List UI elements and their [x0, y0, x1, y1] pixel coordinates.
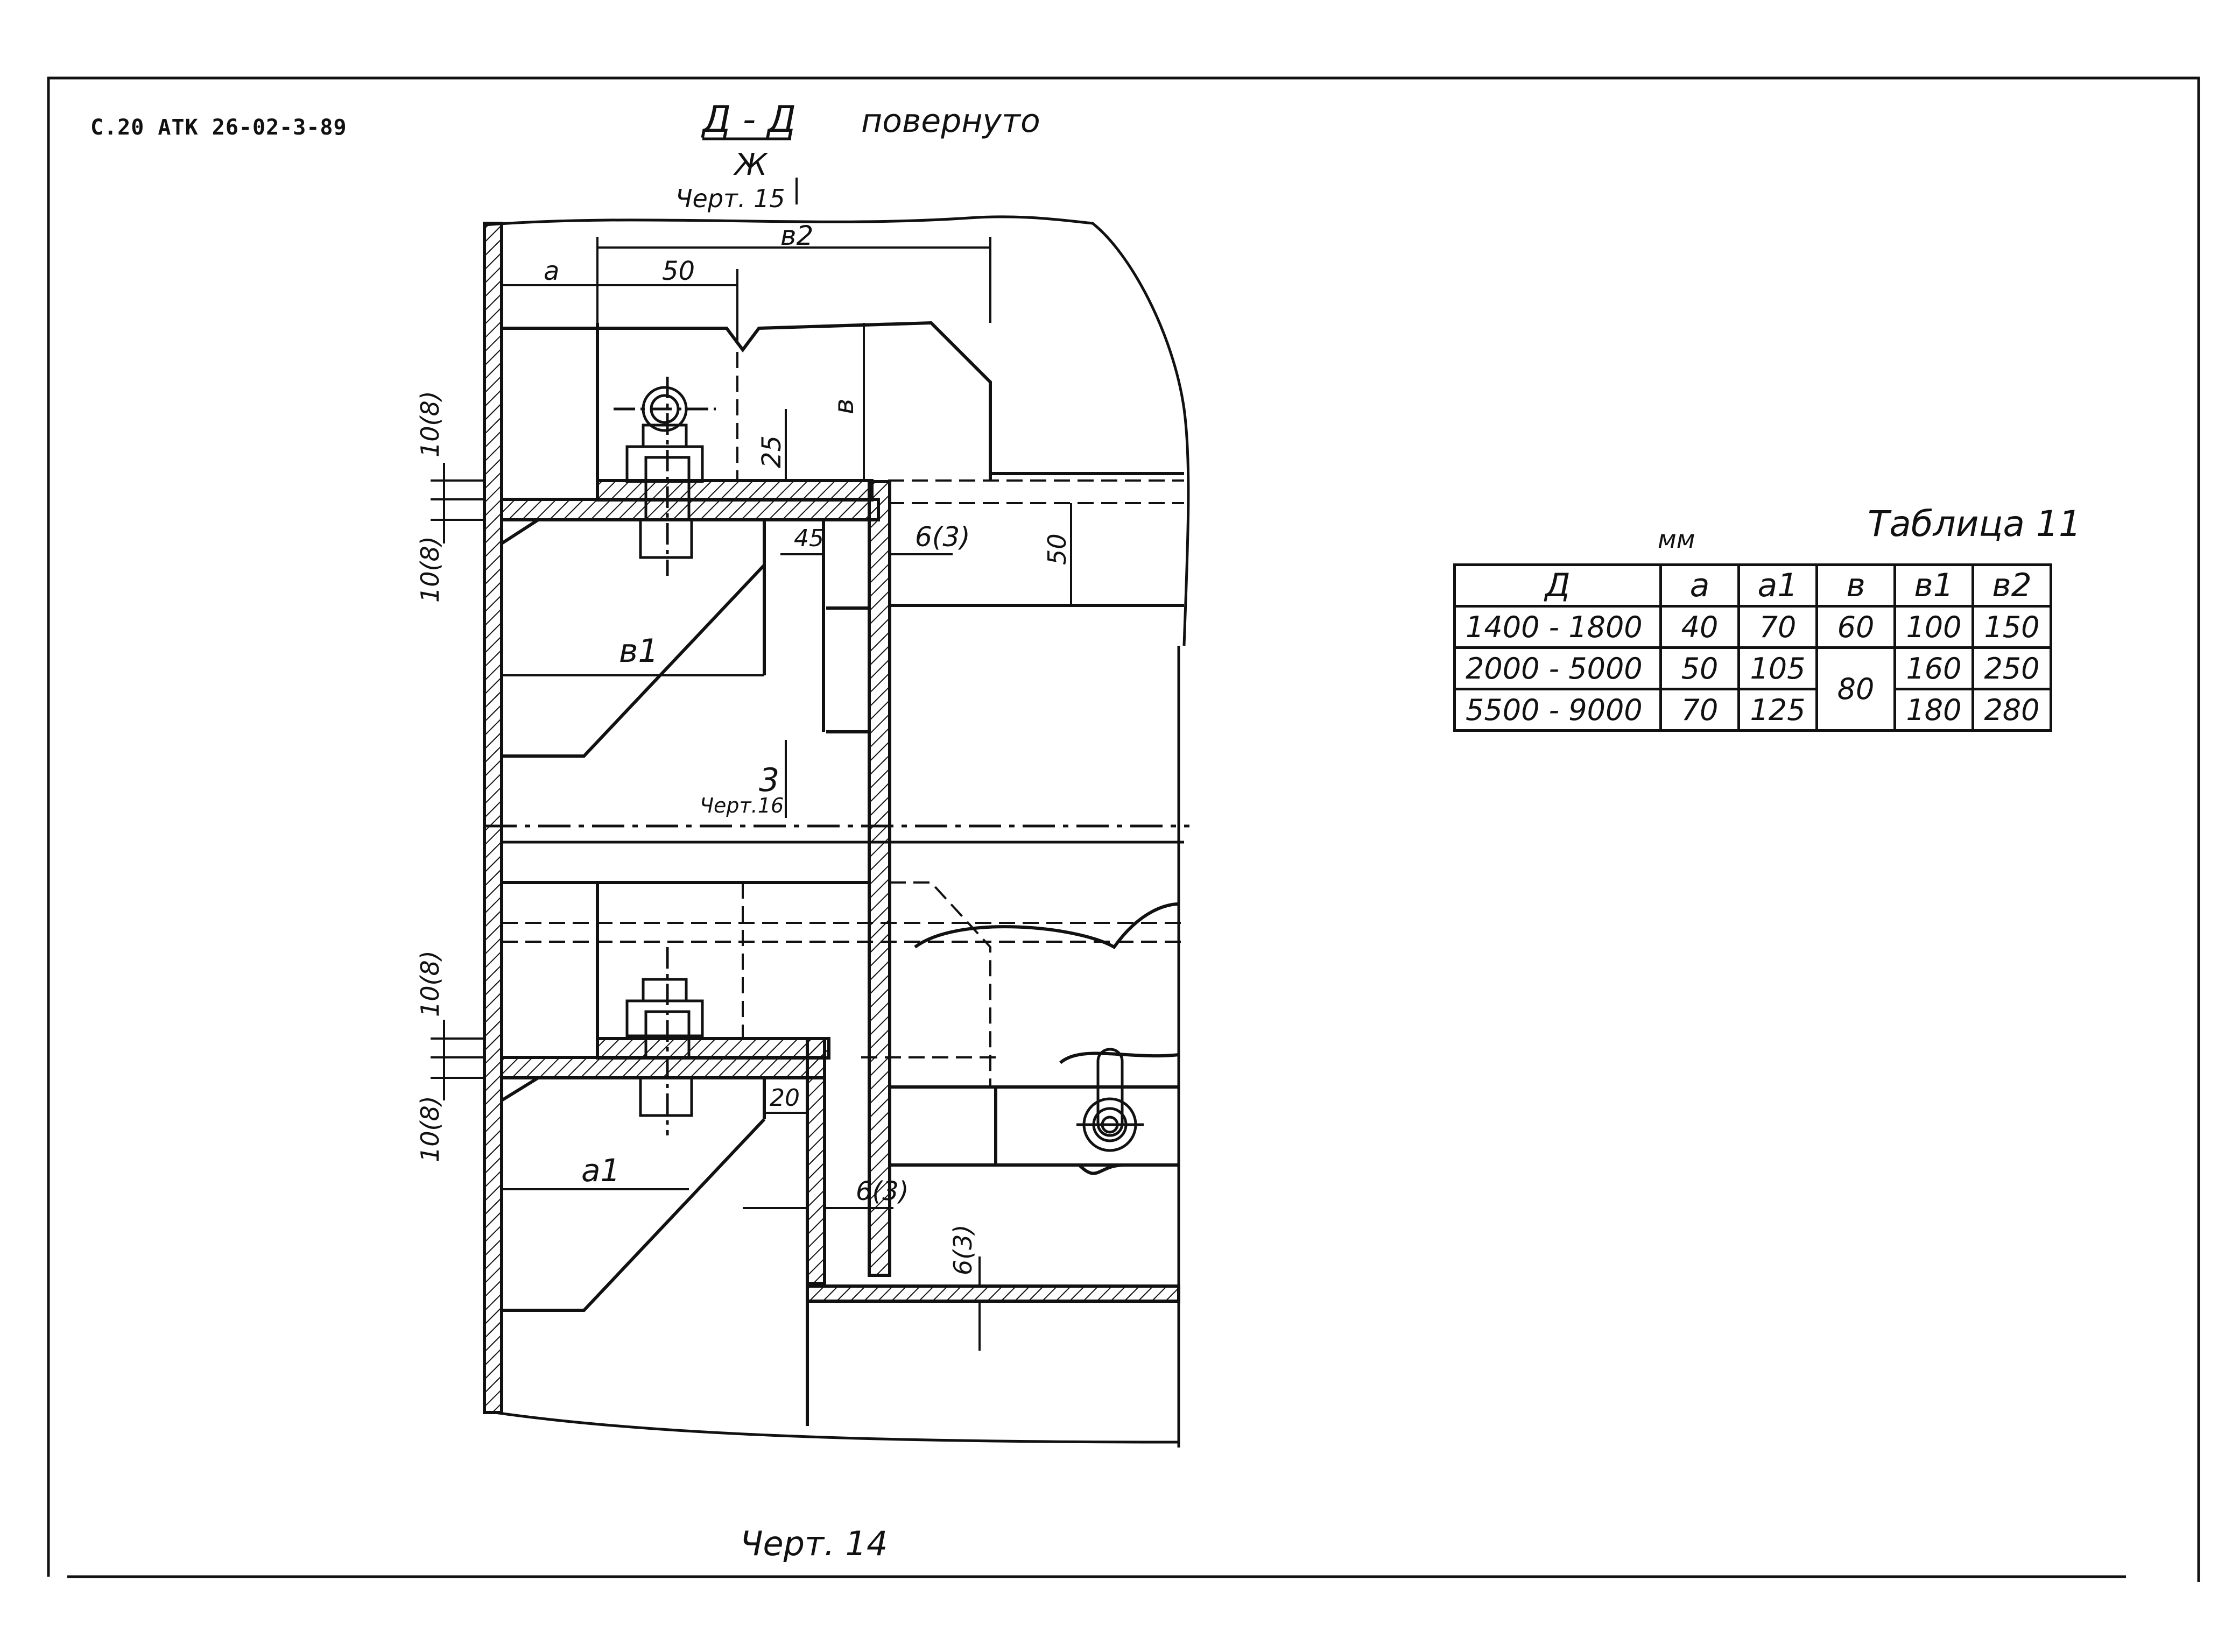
cell-b1: 180 — [1893, 688, 1974, 732]
cell-a: 70 — [1659, 688, 1740, 732]
section-label: Д - Д — [701, 98, 796, 141]
dim-10-8-c: 10(8) — [416, 950, 445, 1017]
cell-d: 1400 - 1800 — [1453, 605, 1662, 649]
cell-d: 5500 - 9000 — [1453, 688, 1662, 732]
ref-middle: Черт.16 — [700, 794, 784, 817]
ref-top: Черт. 15 — [675, 184, 785, 213]
dimensions-table: Д а а1 в в1 в2 1400 - 1800 40 70 60 100 … — [1453, 563, 2052, 732]
dim-10-8-d: 10(8) — [416, 1096, 445, 1162]
table-row: 2000 - 5000 50 105 80 160 250 — [1453, 646, 2052, 732]
cell-b2: 280 — [1971, 688, 2052, 732]
header-b: в — [1815, 563, 1896, 608]
header-a: а — [1659, 563, 1740, 608]
cell-d: 2000 - 5000 — [1453, 646, 1662, 690]
left-wall — [483, 222, 503, 1414]
top-break-line — [484, 215, 1190, 646]
cell-b2: 250 — [1971, 646, 2052, 690]
header-b1: в1 — [1893, 563, 1974, 608]
slot-bolt — [1076, 1048, 1144, 1152]
header-d: Д — [1453, 563, 1662, 608]
section-note: повернуто — [861, 102, 1040, 140]
bottom-break-line — [495, 1411, 1179, 1444]
cell-a1: 105 — [1737, 646, 1818, 690]
dim-a: а — [544, 256, 559, 286]
dim-25: 25 — [757, 435, 787, 468]
cell-b2: 150 — [1971, 605, 2052, 649]
dim-6-3-a: 6(3) — [915, 521, 970, 553]
table-row: 1400 - 1800 40 70 60 100 150 — [1453, 605, 2052, 649]
upper-bolt — [614, 377, 716, 576]
dim-a1: а1 — [581, 1152, 620, 1189]
cell-b1: 100 — [1893, 605, 1974, 649]
dim-b2: в2 — [780, 220, 813, 251]
cell-b: 80 — [1815, 646, 1896, 732]
cell-b1: 160 — [1893, 646, 1974, 690]
ref-middle-letter: 3 — [759, 761, 779, 799]
dim-20: 20 — [770, 1084, 800, 1112]
table-unit: мм — [1658, 525, 1695, 554]
cell-a: 50 — [1659, 646, 1740, 690]
cell-a: 40 — [1659, 605, 1740, 649]
dim-45: 45 — [794, 525, 824, 552]
header-a1: а1 — [1737, 563, 1818, 608]
upper-flange — [500, 321, 1184, 1277]
hidden-lines — [502, 328, 1184, 1087]
dimension-lines — [431, 178, 1072, 1351]
dim-50-top: 50 — [662, 256, 695, 286]
dim-10-8-a: 10(8) — [416, 391, 445, 457]
view-letter-top: Ж — [733, 147, 769, 182]
table-row: 5500 - 9000 70 125 180 280 — [1453, 688, 2052, 732]
dim-6-3-c: 6(3) — [948, 1225, 977, 1275]
drawing-labels: Д - Д повернуто Ж Черт. 15 3 Черт.16 Чер… — [416, 98, 1072, 1563]
dim-10-8-b: 10(8) — [416, 536, 445, 603]
dim-6-3-b: 6(3) — [856, 1176, 909, 1206]
dim-b: в — [828, 399, 860, 414]
header-b2: в2 — [1971, 563, 2052, 608]
table-title: Таблица 11 — [1868, 503, 2081, 545]
drawing-caption: Черт. 14 — [740, 1524, 888, 1563]
document-code: С.20 АТК 26-02-3-89 — [90, 115, 347, 140]
dim-50-right: 50 — [1043, 533, 1072, 565]
cell-a1: 70 — [1737, 605, 1818, 649]
dim-b1: в1 — [619, 632, 659, 670]
lower-bolt — [625, 947, 704, 1135]
cell-a1: 125 — [1737, 688, 1818, 732]
sheet-border — [47, 76, 2200, 1582]
cell-b: 60 — [1815, 605, 1896, 649]
table-header-row: Д а а1 в в1 в2 — [1453, 563, 2052, 608]
